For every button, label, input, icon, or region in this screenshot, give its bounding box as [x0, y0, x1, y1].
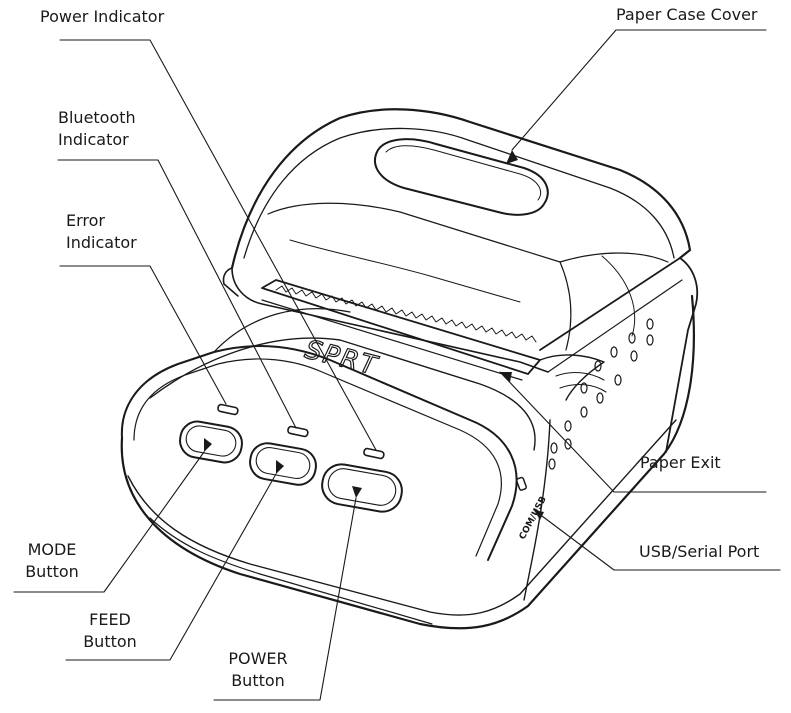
label-paper-exit: Paper Exit: [640, 453, 721, 472]
paper-case-cover-ridge-3: [559, 252, 669, 263]
label-mode-button: MODE Button: [25, 540, 79, 581]
label-feed-button: FEED Button: [83, 610, 137, 651]
leader-mode-button: [13, 451, 205, 593]
leader-paper-case-cover: [511, 29, 767, 151]
leader-paper-exit: [499, 371, 767, 493]
leader-bluetooth-indicator: [57, 159, 297, 429]
leader-power-button: [213, 497, 357, 701]
power-button: [321, 463, 403, 513]
bluetooth-indicator-led: [287, 425, 309, 438]
label-usb-serial-port: USB/Serial Port: [639, 542, 760, 561]
power-indicator-led: [363, 447, 385, 460]
leader-usb-serial-port: [533, 509, 781, 571]
leader-power-indicator: [59, 39, 377, 451]
printer-front-lip: [120, 345, 518, 561]
label-power-indicator: Power Indicator: [40, 7, 165, 26]
label-bluetooth-indicator: Bluetooth Indicator: [58, 108, 136, 149]
paper-case-cover-window: [374, 138, 549, 216]
printer-base-outline: [120, 294, 695, 630]
paper-case-cover-outline: [230, 108, 692, 270]
label-paper-case-cover: Paper Case Cover: [616, 5, 758, 24]
leader-arrowheads: [204, 150, 544, 520]
usb-serial-port-slot: [515, 476, 527, 491]
printer-front-lip-inner: [133, 358, 502, 557]
device-brand-logo: SPRT: [302, 335, 381, 382]
feed-button: [249, 442, 317, 486]
front-panel-face: [149, 337, 536, 451]
paper-case-cover-ridge-1: [243, 127, 675, 259]
paper-case-cover-front-edge: [231, 267, 549, 373]
paper-case-cover-side: [559, 261, 572, 351]
paper-roll-edge: [539, 354, 605, 401]
paper-exit-teeth: [275, 285, 537, 343]
leader-lines: [13, 29, 781, 701]
label-power-button: POWER Button: [228, 649, 288, 690]
label-error-indicator: Error Indicator: [66, 211, 137, 252]
left-hinge: [222, 267, 239, 297]
printer-right-side-inner: [547, 279, 683, 373]
leader-error-indicator: [59, 265, 227, 405]
leader-feed-button: [65, 473, 277, 661]
mode-button: [179, 420, 243, 464]
vent-holes: [548, 318, 654, 470]
error-indicator-led: [217, 403, 239, 416]
paper-case-cover-ridge-2: [267, 202, 561, 263]
printer-right-side-bottom: [523, 419, 551, 601]
printer-base-seam: [127, 419, 677, 616]
printer-base-lower-seam: [149, 517, 433, 625]
